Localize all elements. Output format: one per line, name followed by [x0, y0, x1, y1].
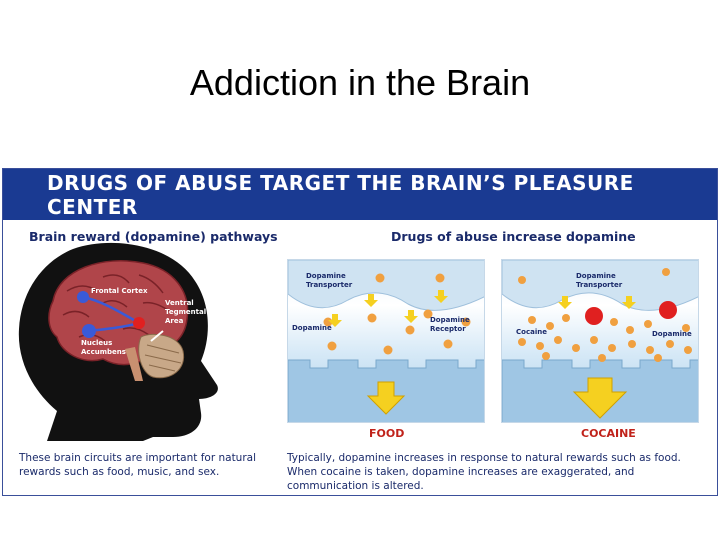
frontal-cortex-label: Frontal Cortex [91, 287, 148, 295]
left-heading: Brain reward (dopamine) pathways [29, 229, 278, 244]
brain-labels: Frontal Cortex Ventral Tegmental Area Nu… [81, 287, 206, 356]
right-heading: Drugs of abuse increase dopamine [391, 229, 636, 244]
transporter-arrows [328, 290, 448, 327]
food-receptor-label-2: Receptor [430, 325, 466, 333]
nacc-label-1: Nucleus [81, 339, 112, 347]
vta-label-3: Area [165, 317, 184, 325]
food-transporter-label-2: Transporter [306, 281, 353, 289]
cocaine-transporter-label-1: Dopamine [576, 272, 616, 280]
food-synapse-panel: Dopamine Transporter Dopamine Dopamine R… [287, 259, 485, 423]
cocaine-dopamine-label: Dopamine [652, 330, 692, 338]
left-caption-line: rewards such as food, music, and sex. [19, 466, 220, 478]
left-caption-line: These brain circuits are important for n… [19, 452, 257, 464]
right-caption-line: Typically, dopamine increases in respons… [287, 452, 681, 464]
cocaine-label: Cocaine [516, 328, 547, 336]
right-caption-line: When cocaine is taken, dopamine increase… [287, 466, 635, 492]
figure-banner: DRUGS OF ABUSE TARGET THE BRAIN’S PLEASU… [3, 169, 717, 220]
vta-label-1: Ventral [165, 299, 194, 307]
vta-label-2: Tegmental [165, 308, 206, 316]
left-caption: These brain circuits are important for n… [19, 451, 269, 479]
nacc-label-2: Accumbens [81, 348, 126, 356]
slide-title: Addiction in the Brain [189, 62, 531, 103]
excess-dopamine-molecules [518, 268, 692, 362]
right-caption: Typically, dopamine increases in respons… [287, 451, 715, 493]
food-receptor-label-1: Dopamine [430, 316, 470, 324]
cocaine-panel-label: COCAINE [581, 427, 636, 440]
cocaine-transporter-label-2: Transporter [576, 281, 623, 289]
reward-pathway [77, 291, 145, 338]
head-brain-illustration: Frontal Cortex Ventral Tegmental Area Nu… [18, 242, 218, 441]
food-transporter-label-1: Dopamine [306, 272, 346, 280]
cocaine-down-arrow [572, 377, 628, 419]
food-down-arrow [366, 381, 406, 415]
cocaine-synapse-panel: Dopamine Transporter Cocaine Dopamine [501, 259, 699, 423]
dopamine-molecules [323, 273, 471, 355]
food-label: FOOD [369, 427, 405, 440]
cocaine-transporter-arrows [558, 296, 636, 309]
cocaine-molecules [585, 301, 677, 325]
food-dopamine-label: Dopamine [292, 324, 332, 332]
dopamine-figure: DRUGS OF ABUSE TARGET THE BRAIN’S PLEASU… [2, 168, 718, 496]
